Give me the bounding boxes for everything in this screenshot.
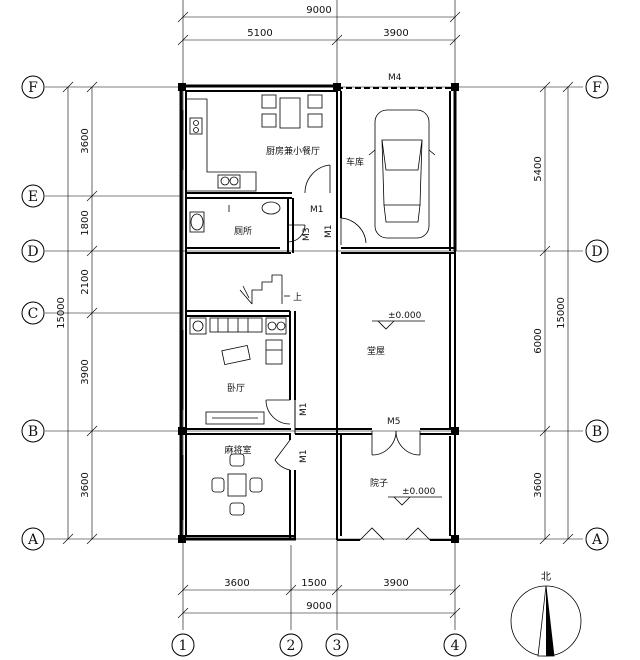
level-hall: ±0.000 [388, 311, 422, 321]
axis-label-D-right: D [591, 244, 602, 260]
dim-left-b-a: 3600 [80, 472, 91, 497]
level-yard: ±0.000 [402, 487, 436, 497]
dim-left-d-c: 2100 [80, 269, 91, 294]
dimension-texts: 9000 5100 3900 3600 1500 3900 9000 3600 … [56, 5, 567, 612]
tag-M4: M4 [388, 73, 402, 83]
stair-up-label: 上 [293, 292, 302, 303]
dim-bottom-seg-2: 1500 [301, 578, 326, 589]
tag-M5: M5 [387, 417, 401, 427]
dim-right-total: 15000 [556, 297, 567, 329]
axis-labels: F E D C B A F D B A 1 2 3 4 [27, 80, 603, 654]
dim-bottom-total: 9000 [306, 601, 331, 612]
room-hall: 堂屋 [367, 345, 385, 357]
north-label: 北 [541, 571, 551, 583]
tag-M1-bedroom: M1 [299, 403, 309, 417]
axis-label-B-right: B [592, 424, 602, 440]
dim-right-b-a: 3600 [533, 472, 544, 497]
axis-label-A-left: A [27, 532, 39, 548]
dim-top-total: 9000 [306, 5, 331, 16]
dim-bottom-seg-3: 3900 [383, 578, 408, 589]
room-bedroom: 卧厅 [227, 382, 245, 394]
dim-top-seg-2: 3900 [383, 28, 408, 39]
axis-label-A-right: A [591, 532, 603, 548]
axis-label-E-left: E [28, 189, 38, 205]
dim-right-d-b: 6000 [533, 328, 544, 353]
axis-label-C-left: C [28, 306, 39, 322]
dim-left-e-d: 1800 [80, 210, 91, 235]
dim-left-f-e: 3600 [80, 128, 91, 153]
axis-label-B-left: B [28, 424, 38, 440]
doors [265, 164, 431, 541]
room-toilet: 厕所 [234, 226, 252, 237]
tag-M3: M3 [302, 228, 312, 242]
axis-label-4: 4 [451, 638, 460, 654]
dim-bottom-seg-1: 3600 [224, 578, 249, 589]
axis-grid [45, 0, 583, 630]
room-garage: 车库 [346, 156, 364, 168]
axis-label-F-left: F [28, 80, 38, 96]
walls [178, 83, 459, 543]
axis-label-1: 1 [179, 638, 188, 654]
tag-M1-mahjong: M1 [299, 450, 309, 464]
room-yard: 院子 [370, 477, 388, 489]
tag-M1-garage: M1 [324, 225, 334, 239]
room-kitchen-dining: 厨房兼小餐厅 [266, 145, 320, 157]
axis-label-2: 2 [287, 638, 296, 654]
north-arrow-icon: 北 [510, 571, 582, 657]
dim-right-f-d: 5400 [533, 156, 544, 181]
dim-left-total: 15000 [56, 297, 67, 329]
level-markers [372, 320, 442, 506]
room-labels: 厨房兼小餐厅 车库 厕所 堂屋 卧厅 麻将室 院子 [224, 145, 388, 489]
dim-top-seg-1: 5100 [247, 28, 272, 39]
axis-label-F-right: F [592, 80, 602, 96]
fixtures [186, 94, 436, 516]
tags: M4 M1 M3 M1 M1 M1 M5 上 ±0.000 ±0.000 [293, 73, 436, 497]
room-mahjong: 麻将室 [224, 444, 251, 456]
axis-label-3: 3 [333, 638, 342, 654]
axis-bubbles [21, 75, 609, 657]
tag-M1-kitchen: M1 [310, 205, 324, 215]
axis-label-D-left: D [27, 244, 38, 260]
dim-left-c-b: 3900 [80, 359, 91, 384]
